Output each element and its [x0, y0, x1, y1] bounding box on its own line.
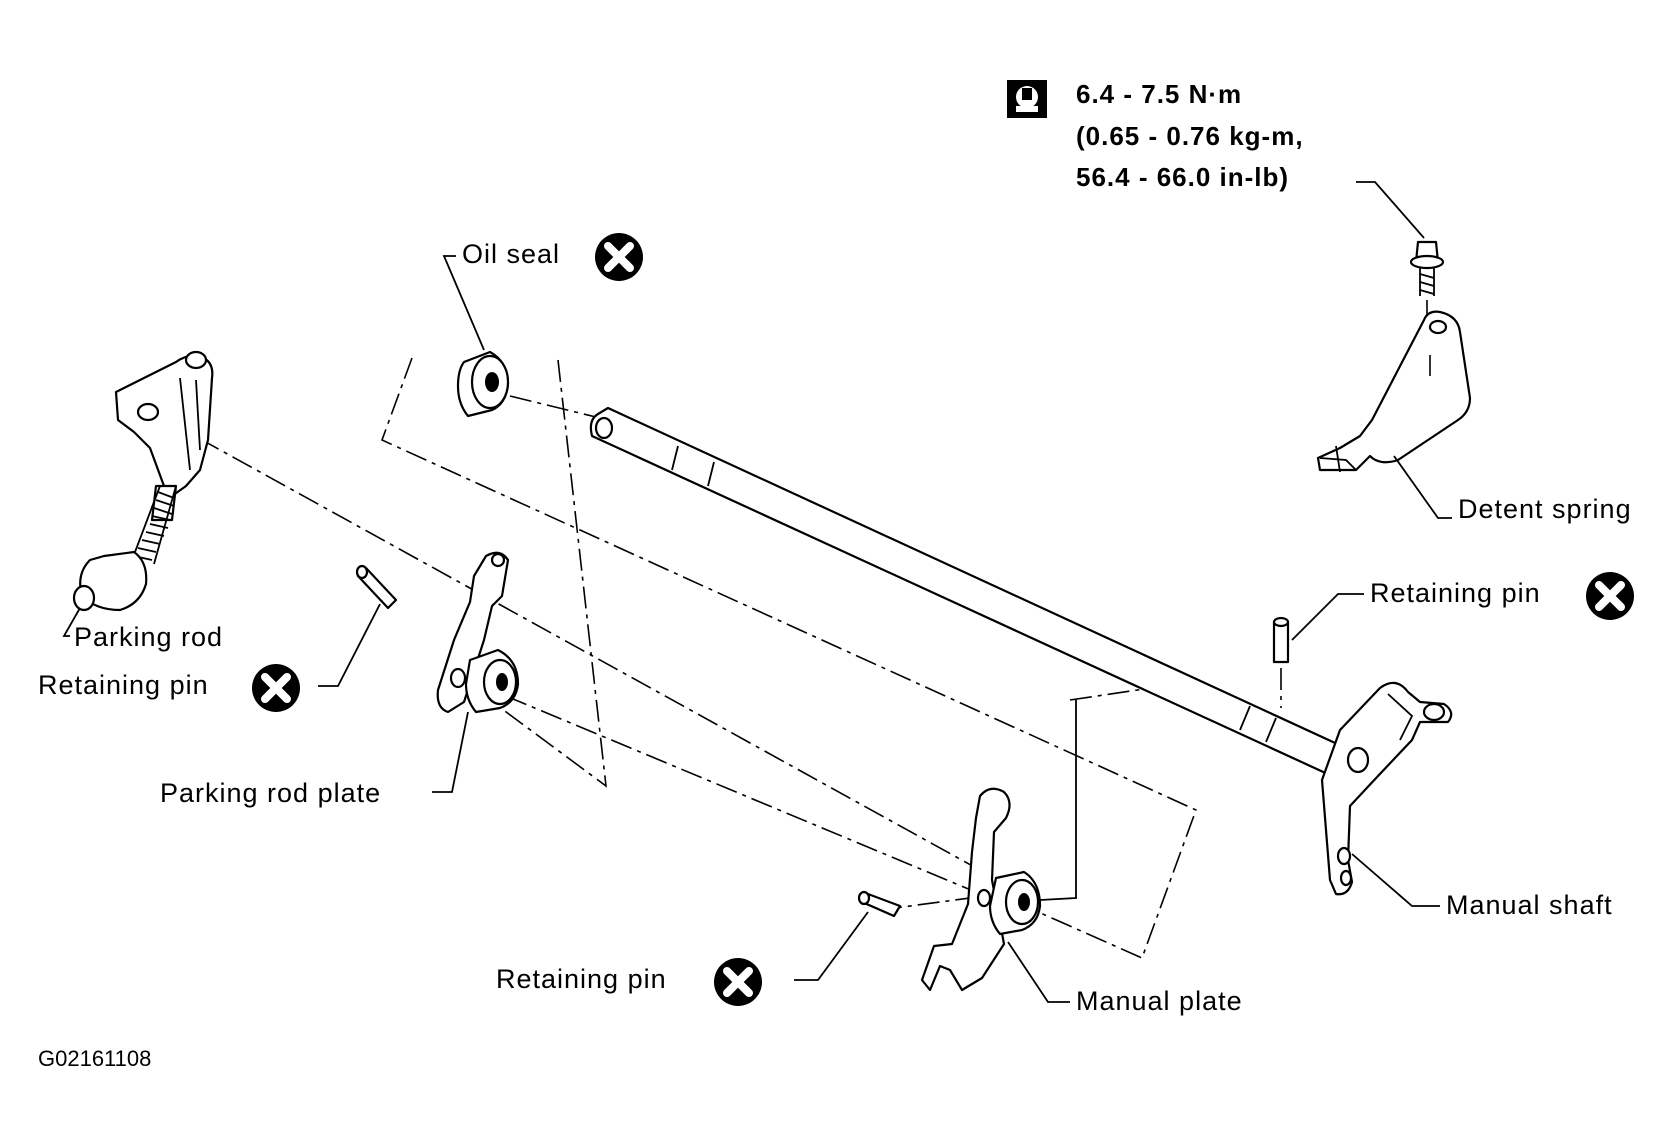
retaining-pin-bottom-leader	[794, 911, 869, 981]
retaining-pin-right-leader	[1291, 593, 1364, 641]
detent-spring-label: Detent spring	[1458, 494, 1632, 524]
retaining-pin-bottom-replace-icon	[714, 958, 762, 1006]
oil-seal-axis-line	[509, 395, 601, 419]
torque-spec-kgm: (0.65 - 0.76 kg-m,	[1076, 121, 1304, 151]
retaining-pin-bottom	[857, 890, 902, 918]
retaining-pin-left-label: Retaining pin	[38, 670, 209, 700]
parking-rod	[72, 350, 214, 612]
torque-wrench-icon	[1007, 80, 1047, 118]
retaining-pin-bottom-label: Retaining pin	[496, 964, 667, 994]
bolt	[1409, 240, 1445, 296]
parking-rod-leader	[62, 607, 81, 637]
torque-leader-line	[1356, 181, 1425, 239]
figure-code: G02161108	[38, 1046, 151, 1071]
oil-seal-replace-icon	[595, 233, 643, 281]
parking-rod-axis-line	[165, 419, 1026, 896]
torque-spec-nm: 6.4 - 7.5 N·m	[1076, 79, 1242, 109]
rod-plate-axis-line	[505, 695, 991, 899]
manual-plate-label: Manual plate	[1076, 986, 1243, 1016]
manual-shaft	[589, 406, 1348, 778]
oil-seal-leader	[442, 255, 485, 351]
manual-shaft-lever	[1320, 681, 1453, 896]
detent-spring-leader	[1393, 455, 1452, 519]
retaining-pin-left-leader	[318, 603, 381, 687]
oil-seal-phantom-outline	[380, 357, 1198, 960]
manual-plate-leader	[1007, 941, 1070, 1003]
retaining-pin-right-label: Retaining pin	[1370, 578, 1541, 608]
parking-rod-label: Parking rod	[74, 622, 223, 652]
manual-plate	[920, 700, 1077, 992]
oil-seal-label: Oil seal	[462, 239, 560, 269]
torque-spec-inlb: 56.4 - 66.0 in-lb)	[1076, 162, 1289, 192]
retaining-pin-left-replace-icon	[252, 664, 300, 712]
parking-rod-plate	[436, 551, 520, 714]
parking-rod-plate-leader	[432, 711, 469, 793]
retaining-pin-left	[355, 564, 398, 610]
manual-shaft-leader	[1351, 853, 1440, 907]
manual-shaft-label: Manual shaft	[1446, 890, 1613, 920]
oil-seal	[456, 350, 510, 418]
retaining-pin-right-replace-icon	[1586, 572, 1634, 620]
retaining-pin-right	[1272, 616, 1290, 664]
detent-spring	[1316, 310, 1472, 473]
parking-rod-plate-label: Parking rod plate	[160, 778, 381, 808]
